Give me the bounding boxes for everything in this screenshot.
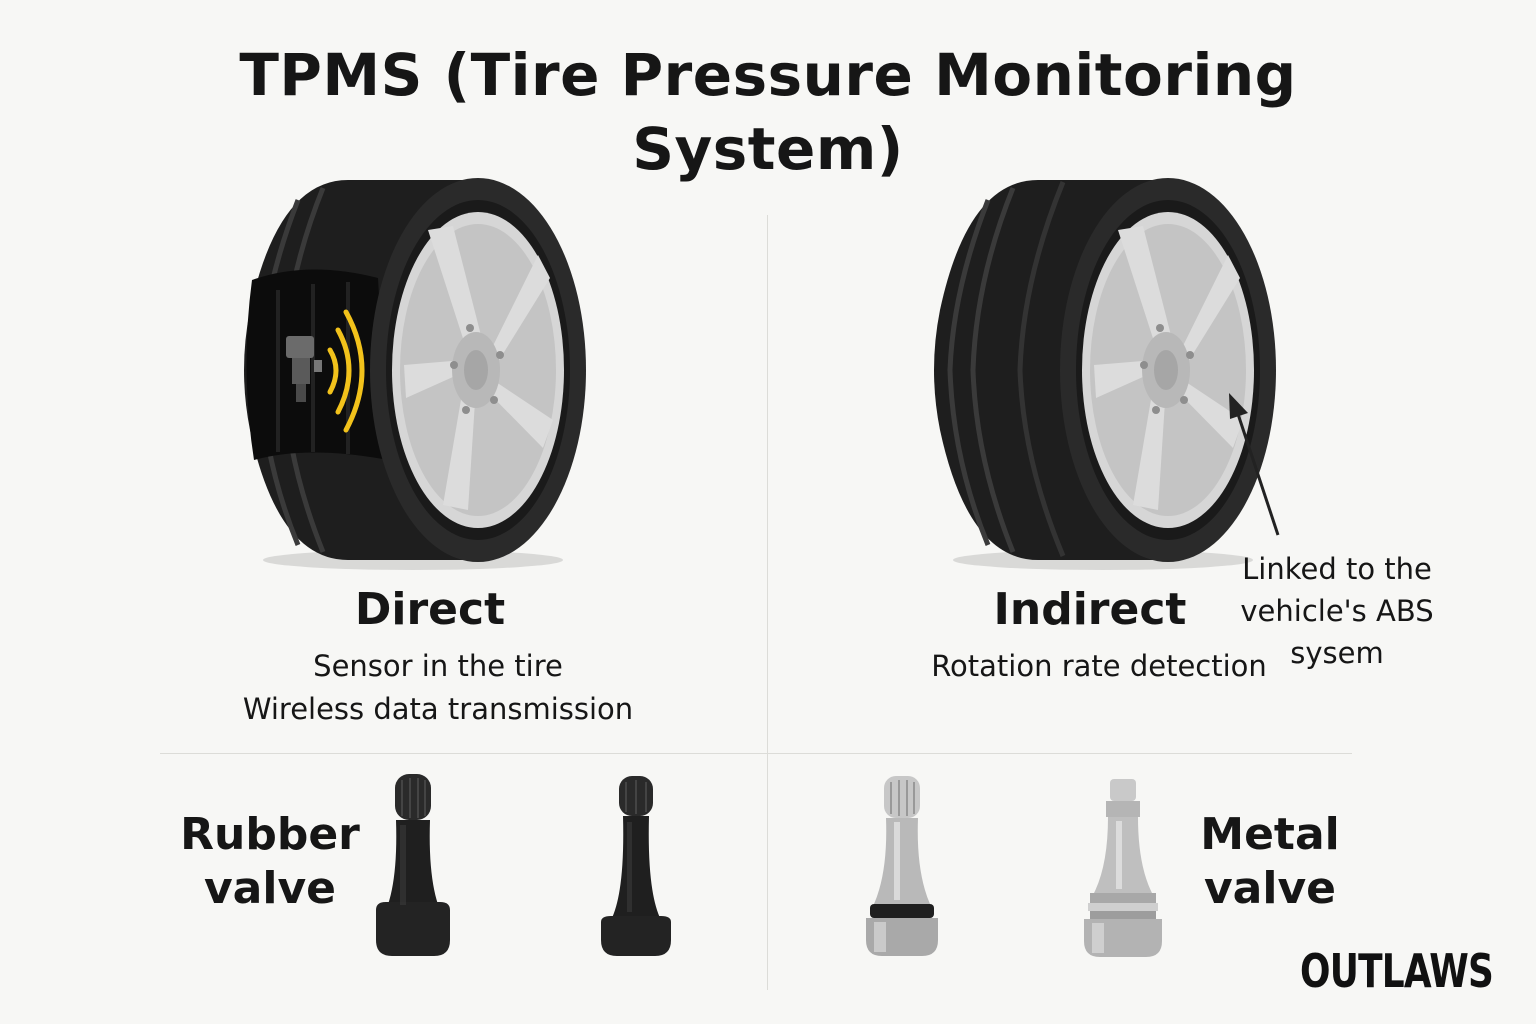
title-line-1: TPMS (Tire Pressure Monitoring — [239, 41, 1297, 109]
metal-valve-label: Metal valve — [1180, 808, 1360, 916]
abs-note-line-3: sysem — [1290, 636, 1384, 670]
metal-valve-snapin-icon — [866, 776, 938, 956]
indirect-tire-illustration — [934, 178, 1276, 570]
horizontal-divider — [160, 753, 1352, 754]
brand-logo: OUTLAWS — [1300, 944, 1494, 998]
tpms-sensor-icon — [286, 336, 322, 402]
rubber-valve-label: Rubber valve — [175, 808, 365, 916]
metal-valve-label-line-2: valve — [1204, 863, 1336, 914]
abs-arrow-icon — [1229, 393, 1280, 536]
rubber-valve-label-line-1: Rubber — [180, 809, 360, 860]
rubber-valve-small-icon — [601, 776, 671, 956]
page-title: TPMS (Tire Pressure Monitoring System) — [168, 38, 1368, 186]
direct-description: Sensor in the tire Wireless data transmi… — [188, 645, 688, 731]
metal-valve-label-line-1: Metal — [1200, 809, 1340, 860]
indirect-heading: Indirect — [993, 584, 1187, 635]
direct-line-1: Sensor in the tire — [313, 649, 563, 683]
rubber-valve-label-line-2: valve — [204, 863, 336, 914]
abs-note-line-2: vehicle's ABS — [1240, 594, 1434, 628]
indirect-description: Rotation rate detection — [912, 645, 1286, 688]
rubber-valve-large-icon — [376, 774, 450, 956]
indirect-line-1: Rotation rate detection — [931, 649, 1267, 683]
direct-tire-illustration — [244, 178, 586, 570]
metal-valve-clampin-icon — [1084, 779, 1162, 957]
abs-note-line-1: Linked to the — [1242, 552, 1432, 586]
wireless-signal-icon — [327, 309, 365, 433]
title-line-2: System) — [632, 115, 904, 183]
abs-note: Linked to the vehicle's ABS sysem — [1222, 548, 1452, 674]
direct-line-2: Wireless data transmission — [242, 692, 634, 726]
direct-heading: Direct — [354, 584, 506, 635]
vertical-divider — [767, 215, 768, 990]
